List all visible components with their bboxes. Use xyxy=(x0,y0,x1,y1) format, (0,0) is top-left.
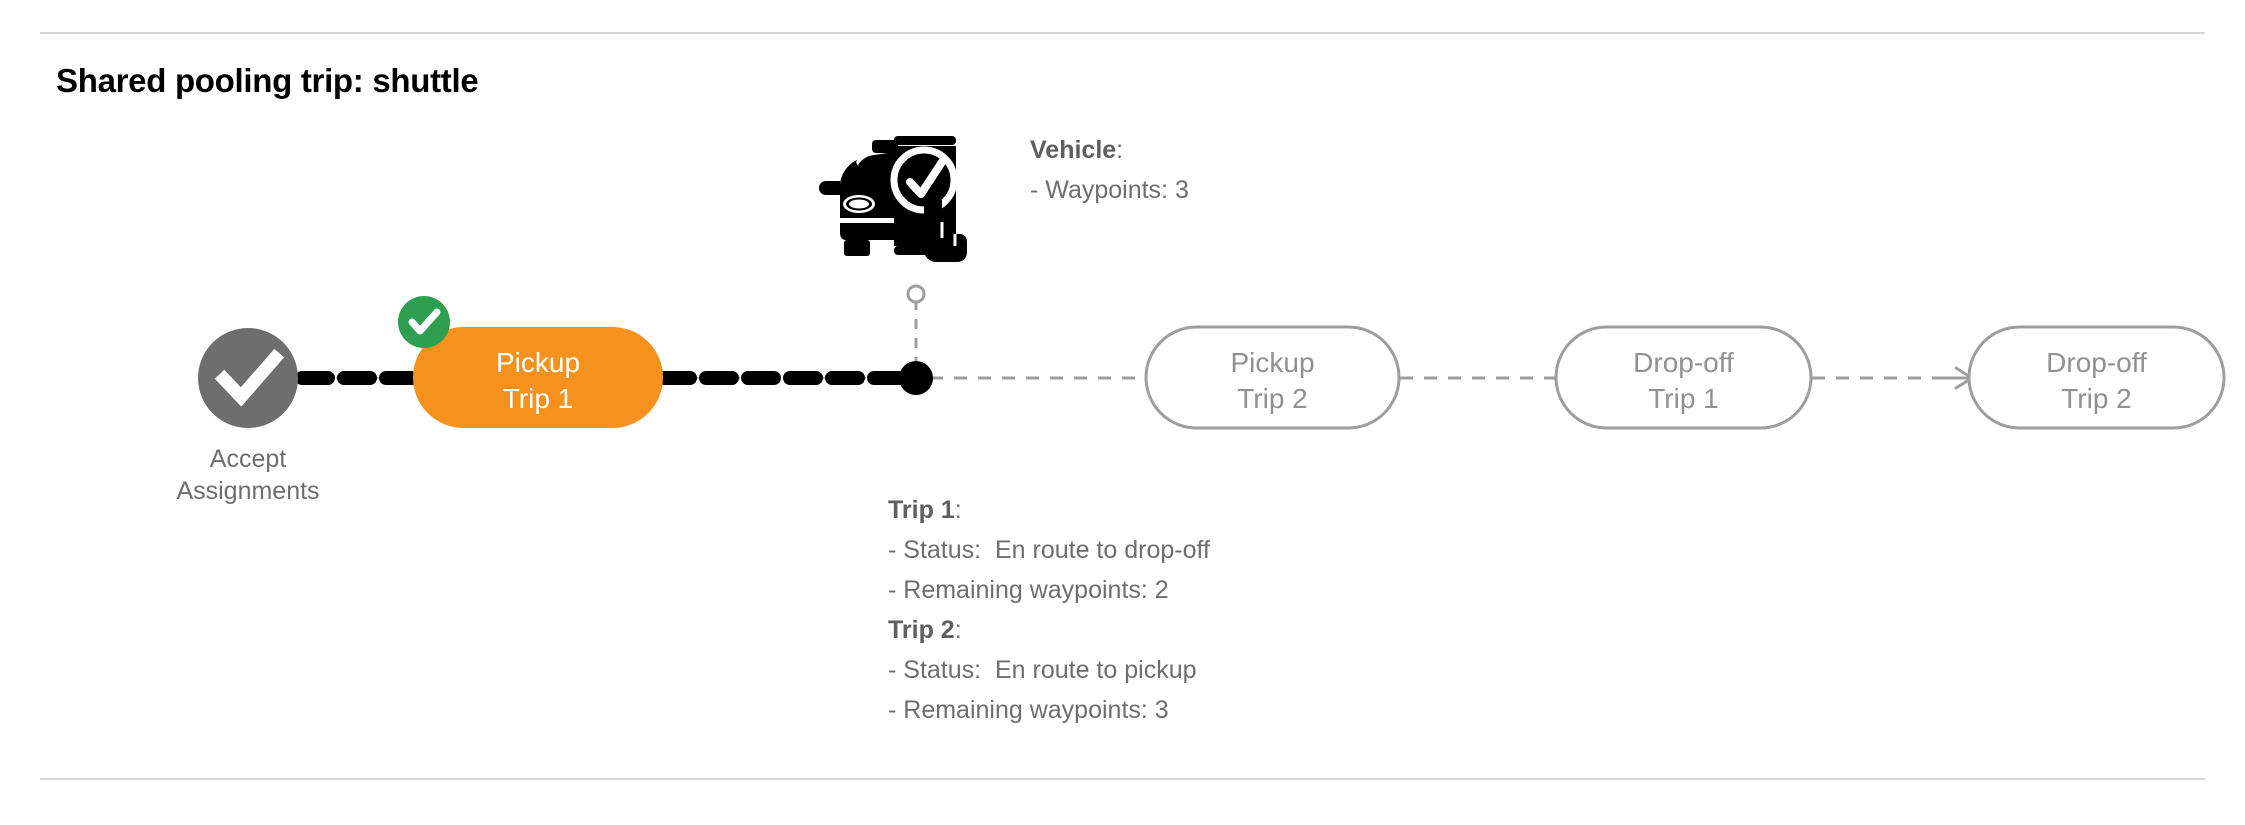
trip-1-waypoints-line: - Remaining waypoints: 2 xyxy=(888,576,1169,604)
trip-2-heading: Trip 2 xyxy=(888,616,955,644)
trip-2-heading-suffix: : xyxy=(954,616,962,644)
vehicle-position-marker[interactable] xyxy=(899,284,933,395)
pickup-trip-1-node[interactable] xyxy=(398,296,663,428)
drop-off-trip-2-node[interactable] xyxy=(1967,325,2226,430)
vehicle-leader-endpoint-icon xyxy=(906,284,926,304)
vehicle-info-heading-suffix: : xyxy=(1116,136,1124,164)
trips-info-block: Trip 1: - Status: En route to drop-off -… xyxy=(888,490,1210,730)
trip-1-status-line: - Status: En route to drop-off xyxy=(888,536,1210,564)
pickup-trip-2-pill xyxy=(1144,325,1401,430)
bottom-divider xyxy=(40,778,2205,780)
trip-1-heading: Trip 1 xyxy=(888,496,955,524)
vehicle-info-block: Vehicle: - Waypoints: 3 xyxy=(1030,130,1189,210)
top-divider xyxy=(40,32,2205,34)
vehicle-position-dot xyxy=(899,361,933,395)
vehicle-info-line-0: - Waypoints: 3 xyxy=(1030,176,1189,204)
vehicle-with-phone-check-icon xyxy=(819,136,967,262)
check-circle-icon xyxy=(214,348,285,407)
pickup-trip-1-pill xyxy=(413,327,663,428)
page-title: Shared pooling trip: shuttle xyxy=(56,62,479,99)
accept-assignments-node[interactable] xyxy=(198,328,298,428)
drop-off-trip-2-pill xyxy=(1967,325,2226,430)
drop-off-trip-1-node[interactable] xyxy=(1554,325,1813,430)
drop-off-trip-1-pill xyxy=(1554,325,1813,430)
check-badge-icon xyxy=(398,296,450,348)
pickup-trip-2-node[interactable] xyxy=(1144,325,1401,430)
trip-2-waypoints-line: - Remaining waypoints: 3 xyxy=(888,696,1169,724)
trip-2-status-line: - Status: En route to pickup xyxy=(888,656,1197,684)
trip-1-heading-suffix: : xyxy=(954,496,962,524)
vehicle-info-heading: Vehicle xyxy=(1030,136,1117,164)
accept-assignments-circle xyxy=(198,328,298,428)
